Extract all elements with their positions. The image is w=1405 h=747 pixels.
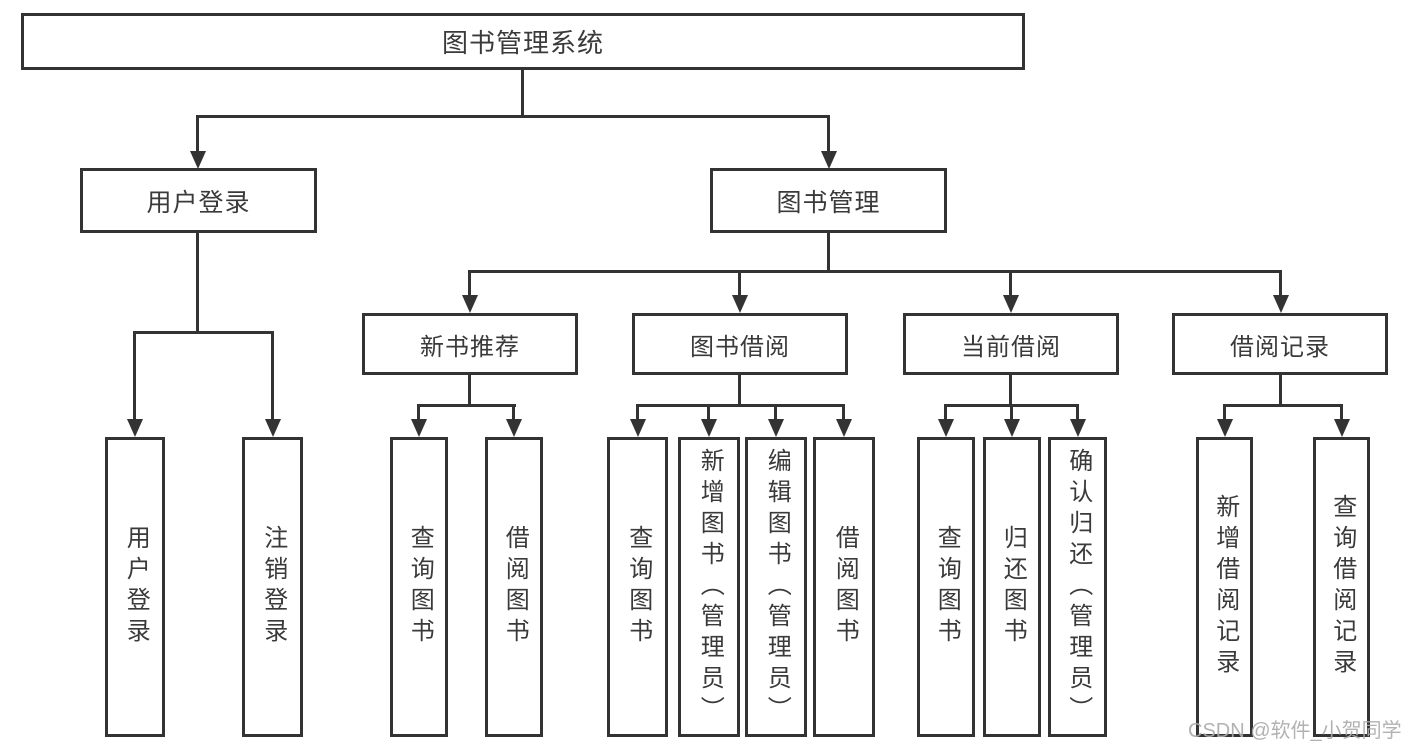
connector-drop-edit-book — [774, 404, 777, 421]
arrowhead-query-record-icon — [1334, 419, 1350, 437]
arrowhead-confirm-return-icon — [1070, 419, 1086, 437]
node-book-borrowing-label: 图书借阅 — [690, 333, 790, 361]
connector-drop-return-book — [1010, 404, 1013, 421]
arrowhead-return-book-icon — [1004, 419, 1020, 437]
connector-drop-query-record — [1340, 404, 1343, 421]
connector-drop-confirm-return — [1076, 404, 1079, 421]
connector-drop-add-book — [707, 404, 710, 421]
leaf-add-book-admin: 新增图书（管理员） — [678, 437, 740, 737]
node-new-book-recommend: 新书推荐 — [362, 313, 578, 375]
connector-current-stem — [1009, 375, 1012, 406]
node-user-login: 用户登录 — [80, 168, 317, 233]
leaf-user-login-label: 用户登录 — [122, 525, 150, 649]
connector-recommend-bus — [417, 404, 516, 407]
arrowhead-borrow-book-icon — [836, 419, 852, 437]
leaf-query-books-current-label: 查询图书 — [933, 525, 961, 649]
leaf-edit-book-admin: 编辑图书（管理员） — [745, 437, 807, 737]
leaf-logout-label: 注销登录 — [259, 525, 287, 649]
leaf-return-book-label: 归还图书 — [999, 525, 1027, 649]
node-borrowing-records: 借阅记录 — [1172, 313, 1388, 375]
arrowhead-add-record-icon — [1217, 419, 1233, 437]
connector-borrowing-stem — [738, 375, 741, 406]
connector-drop-book-management — [827, 115, 830, 155]
node-book-management: 图书管理 — [710, 168, 947, 233]
node-root-label: 图书管理系统 — [441, 28, 604, 58]
node-new-book-recommend-label: 新书推荐 — [420, 333, 520, 361]
leaf-user-login: 用户登录 — [105, 437, 165, 737]
connector-drop-borrowing-records — [1279, 270, 1282, 297]
connector-records-stem — [1279, 375, 1282, 406]
arrowhead-add-book-icon — [701, 419, 717, 437]
leaf-borrow-books-borrowing-label: 借阅图书 — [831, 525, 859, 649]
connector-root-bus — [196, 115, 830, 118]
leaf-confirm-return-admin: 确认归还（管理员） — [1048, 437, 1107, 737]
leaf-add-book-admin-label: 新增图书（管理员） — [696, 447, 724, 727]
leaf-logout: 注销登录 — [242, 437, 303, 737]
leaf-query-borrow-record: 查询借阅记录 — [1313, 437, 1370, 737]
connector-drop-query-recommend — [417, 404, 420, 421]
leaf-query-borrow-record-label: 查询借阅记录 — [1328, 494, 1356, 680]
leaf-edit-book-admin-label: 编辑图书（管理员） — [763, 447, 791, 727]
connector-root-stem — [521, 70, 524, 118]
leaf-add-borrow-record: 新增借阅记录 — [1196, 437, 1253, 737]
arrowhead-book-borrowing-icon — [732, 295, 748, 313]
connector-borrowing-bus — [636, 404, 845, 407]
arrowhead-query-recommend-icon — [411, 419, 427, 437]
leaf-borrow-books-recommend: 借阅图书 — [485, 437, 543, 737]
arrowhead-current-borrowing-icon — [1003, 295, 1019, 313]
node-book-management-label: 图书管理 — [776, 188, 881, 217]
leaf-borrow-books-recommend-label: 借阅图书 — [501, 525, 529, 649]
leaf-query-books-borrowing-label: 查询图书 — [624, 525, 652, 649]
connector-drop-new-book — [468, 270, 471, 297]
connector-userlogin-bus — [133, 331, 274, 334]
arrowhead-edit-book-icon — [768, 419, 784, 437]
arrowhead-leaf-user-login-icon — [127, 419, 143, 437]
connector-drop-query-current — [944, 404, 947, 421]
connector-drop-borrow-recommend — [512, 404, 515, 421]
connector-drop-query-borrowing — [636, 404, 639, 421]
arrowhead-new-book-icon — [462, 295, 478, 313]
arrowhead-borrow-recommend-icon — [506, 419, 522, 437]
connector-userlogin-stem — [196, 233, 199, 333]
leaf-add-borrow-record-label: 新增借阅记录 — [1211, 494, 1239, 680]
connector-drop-leaf-logout — [271, 331, 274, 421]
connector-recommend-stem — [468, 375, 471, 406]
arrowhead-borrowing-records-icon — [1273, 295, 1289, 313]
connector-records-bus — [1223, 404, 1343, 407]
node-current-borrowing: 当前借阅 — [903, 313, 1119, 375]
connector-bookmgmt-bus — [468, 270, 1282, 273]
node-root: 图书管理系统 — [21, 13, 1025, 70]
arrowhead-book-management-icon — [821, 151, 837, 169]
arrowhead-query-current-icon — [938, 419, 954, 437]
leaf-return-book: 归还图书 — [983, 437, 1041, 737]
csdn-watermark: CSDN @软件_小贺同学 — [1188, 720, 1402, 742]
connector-drop-add-record — [1223, 404, 1226, 421]
arrowhead-user-login-icon — [190, 151, 206, 169]
arrowhead-query-borrowing-icon — [630, 419, 646, 437]
connector-drop-borrow-book — [842, 404, 845, 421]
leaf-query-books-recommend: 查询图书 — [390, 437, 448, 737]
node-user-login-label: 用户登录 — [146, 188, 251, 217]
leaf-query-books-borrowing: 查询图书 — [607, 437, 668, 737]
connector-drop-leaf-user-login — [133, 331, 136, 421]
leaf-confirm-return-admin-label: 确认归还（管理员） — [1064, 447, 1092, 727]
connector-drop-book-borrowing — [738, 270, 741, 297]
connector-drop-user-login — [196, 115, 199, 155]
connector-drop-current-borrowing — [1009, 270, 1012, 297]
leaf-query-books-current: 查询图书 — [917, 437, 975, 737]
node-current-borrowing-label: 当前借阅 — [961, 333, 1061, 361]
node-book-borrowing: 图书借阅 — [632, 313, 848, 375]
leaf-borrow-books-borrowing: 借阅图书 — [813, 437, 875, 737]
arrowhead-leaf-logout-icon — [265, 419, 281, 437]
node-borrowing-records-label: 借阅记录 — [1230, 333, 1330, 361]
leaf-query-books-recommend-label: 查询图书 — [406, 525, 434, 649]
connector-bookmgmt-stem — [827, 233, 830, 272]
